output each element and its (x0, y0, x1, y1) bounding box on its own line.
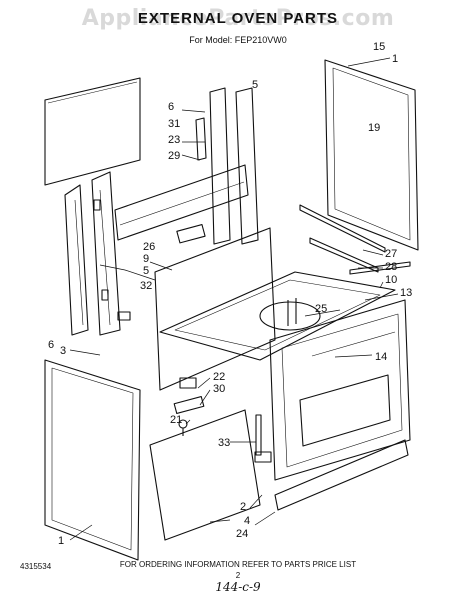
document-number: 4315534 (20, 562, 52, 571)
callout-13: 13 (400, 287, 412, 299)
callout-28: 28 (385, 261, 397, 273)
callout-32: 32 (140, 280, 152, 292)
callout-3: 3 (60, 345, 66, 357)
callout-26: 26 (143, 241, 155, 253)
callout-labels: 15 1 5 6 31 23 29 19 26 27 28 10 13 9 5 … (48, 41, 412, 547)
callout-24: 24 (236, 528, 248, 540)
callout-33: 33 (218, 437, 230, 449)
callout-25: 25 (315, 303, 327, 315)
leader-lines (69, 57, 399, 541)
model-label: For Model: FEP210VW0 (189, 35, 287, 45)
oven-door-frame (269, 299, 411, 481)
callout-5-mid: 5 (143, 265, 149, 277)
callout-6-top: 6 (168, 101, 174, 113)
callout-21: 21 (170, 414, 182, 426)
upright-back-rails (195, 87, 259, 245)
bottom-drawer-pan (149, 409, 409, 541)
callout-30: 30 (213, 383, 225, 395)
callout-15: 15 (373, 41, 385, 53)
callout-29: 29 (168, 150, 180, 162)
diagram-title: EXTERNAL OVEN PARTS (137, 10, 339, 27)
page-number: 2 (235, 571, 241, 580)
callout-9: 9 (143, 253, 149, 265)
callout-22: 22 (213, 371, 225, 383)
right-trim-strips (299, 204, 411, 275)
oven-floor (159, 271, 396, 361)
callout-1-bottom: 1 (58, 535, 64, 547)
watermark: AppliancePartsPros.com (81, 6, 395, 31)
ordering-note: FOR ORDERING INFORMATION REFER TO PARTS … (119, 560, 357, 569)
callout-23: 23 (168, 134, 180, 146)
door-glass-panel (324, 59, 419, 251)
callout-1-top: 1 (392, 53, 398, 65)
callout-5-top: 5 (252, 79, 258, 91)
left-outer-panel (44, 359, 141, 561)
callout-31: 31 (168, 118, 180, 130)
oven-back-panel (154, 227, 276, 391)
callout-19: 19 (368, 122, 380, 134)
callout-10: 10 (385, 274, 397, 286)
callout-4: 4 (244, 515, 250, 527)
callout-2: 2 (240, 501, 246, 513)
left-side-rails (64, 171, 121, 336)
callout-27: 27 (385, 248, 397, 260)
callout-6-left: 6 (48, 339, 54, 351)
back-panel (44, 77, 141, 186)
handwritten-note: 144-c-9 (215, 580, 261, 594)
callout-14: 14 (375, 351, 387, 363)
cross-brace (114, 164, 249, 244)
